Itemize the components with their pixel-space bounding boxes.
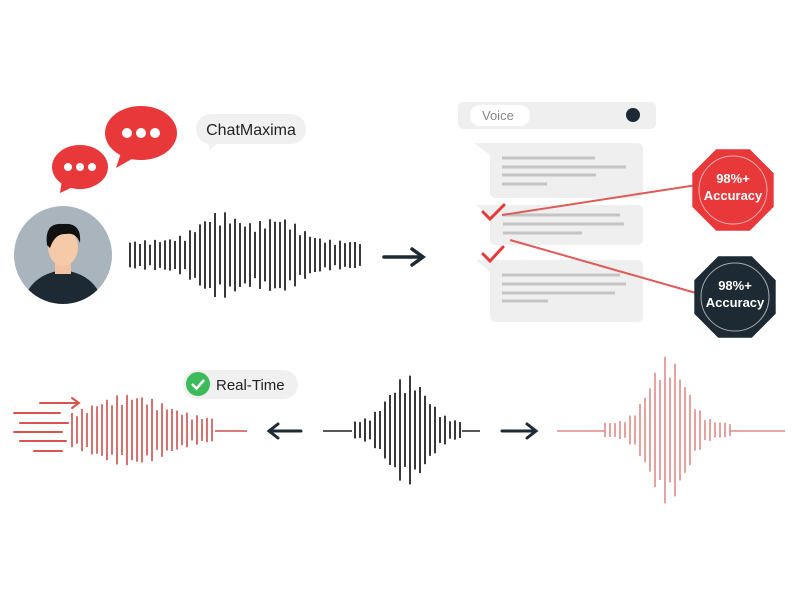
arrow-right-icon: [500, 422, 539, 440]
transcript-card: [476, 205, 643, 245]
connector-lines: [501, 184, 698, 294]
accuracy-badge-red: 98%+ Accuracy: [692, 149, 774, 231]
waveform-dark: [323, 375, 480, 485]
badge-value: 98%+: [718, 278, 752, 293]
brand-name: ChatMaxima: [206, 122, 296, 139]
brand-label: ChatMaxima: [196, 114, 306, 150]
chat-bubble-icon: [105, 106, 177, 168]
speed-lines-icon: [13, 397, 81, 452]
check-icon: [481, 203, 506, 264]
accuracy-badge-dark: 98%+ Accuracy: [694, 256, 776, 338]
voice-panel: Voice: [458, 102, 656, 129]
record-dot-icon: [626, 108, 640, 122]
waveform-pink: [557, 356, 785, 504]
realtime-label: Real-Time: [183, 370, 298, 399]
arrow-right-icon: [382, 247, 426, 267]
realtime-text: Real-Time: [216, 377, 285, 394]
voice-label: Voice: [482, 108, 514, 123]
user-avatar-icon: [14, 206, 112, 304]
badge-value: 98%+: [716, 171, 750, 186]
transcript-card: [474, 143, 643, 198]
waveform-red: [71, 394, 247, 466]
arrow-left-icon: [266, 422, 303, 440]
check-icon: [186, 372, 210, 396]
badge-label: Accuracy: [706, 295, 765, 310]
transcript-card: [476, 260, 643, 322]
chat-bubble-icon: [52, 145, 108, 193]
waveform-icon: [129, 212, 361, 298]
badge-label: Accuracy: [704, 188, 763, 203]
